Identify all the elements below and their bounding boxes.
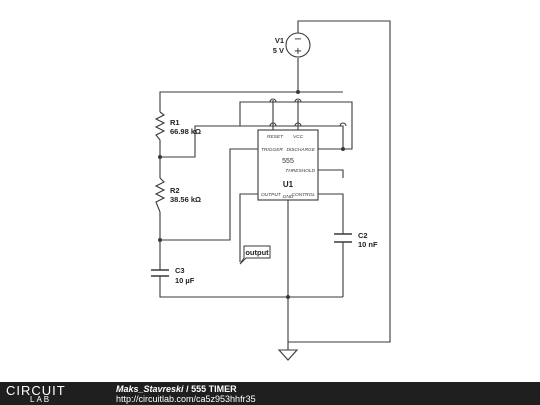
junction-dot xyxy=(158,238,162,242)
pin-threshold: THRESHOLD xyxy=(285,168,315,174)
wire-output xyxy=(239,193,258,262)
circuitlab-logo: CIRCUIT xyxy=(6,383,66,398)
c2-value: 10 nF xyxy=(358,240,378,249)
jumper-5 xyxy=(339,122,347,127)
footer-bar: CIRCUIT LAB Maks_Stavreski / 555 TIMER h… xyxy=(0,382,540,405)
wire-control xyxy=(318,193,344,234)
ic-name: U1 xyxy=(283,180,294,189)
jumper-1 xyxy=(269,98,277,103)
circuit-title: 555 TIMER xyxy=(191,384,237,394)
jumper-3 xyxy=(269,122,277,127)
wire-discharge xyxy=(160,125,344,158)
circuit-url[interactable]: http://circuitlab.com/ca5z953hhfr35 xyxy=(116,394,256,404)
junctions xyxy=(158,90,345,299)
wire-threshold xyxy=(318,169,344,178)
circuitlab-logo-sub: LAB xyxy=(30,395,52,404)
pin-trigger: TRIGGER xyxy=(261,147,283,153)
wire-trigger xyxy=(160,148,258,241)
junction-dot xyxy=(286,295,290,299)
junction-dot xyxy=(158,155,162,159)
resistor-r1[interactable]: R1 66.98 kΩ xyxy=(154,111,201,141)
wire-gnd-bus xyxy=(159,276,343,298)
wire-top-bus xyxy=(159,91,298,112)
pin-output: OUTPUT xyxy=(261,192,282,198)
resistor-zigzag xyxy=(154,111,166,141)
capacitor-c3[interactable]: C3 10 µF xyxy=(151,266,195,285)
pin-gnd: GND xyxy=(283,194,294,200)
jumper-4 xyxy=(294,122,302,127)
wire-upper-loop xyxy=(239,101,353,150)
voltage-source-v1[interactable]: − + V1 5 V xyxy=(273,32,311,58)
wire-supply-return xyxy=(288,20,391,343)
plus-sign-icon: + xyxy=(294,46,302,57)
footer-title-line: Maks_Stavreski / 555 TIMER xyxy=(116,384,237,394)
wires xyxy=(159,20,391,350)
resistor-zigzag xyxy=(154,177,166,213)
ground-symbol[interactable] xyxy=(277,349,299,361)
r1-name: R1 xyxy=(170,118,180,127)
output-net-label[interactable]: output xyxy=(239,245,271,265)
junction-dot xyxy=(296,90,300,94)
v1-value: 5 V xyxy=(273,46,284,55)
minus-sign-icon: − xyxy=(294,34,302,45)
junction-dot xyxy=(341,147,345,151)
pin-discharge: DISCHARGE xyxy=(286,147,315,153)
title-separator: / xyxy=(183,384,192,394)
output-label-text: output xyxy=(245,248,269,257)
author-name[interactable]: Maks_Stavreski xyxy=(116,384,184,394)
v1-name: V1 xyxy=(275,36,284,45)
c2-name: C2 xyxy=(358,231,368,240)
source-circle xyxy=(285,32,311,58)
capacitor-c2[interactable]: C2 10 nF xyxy=(334,231,378,249)
ic-body xyxy=(257,129,319,201)
net-label-flag xyxy=(239,245,271,265)
resistor-r2[interactable]: R2 38.56 kΩ xyxy=(154,177,201,213)
r1-value: 66.98 kΩ xyxy=(170,127,201,136)
pin-control: CONTROL xyxy=(292,192,316,198)
c3-name: C3 xyxy=(175,266,185,275)
ic-part-number: 555 xyxy=(282,158,294,165)
r2-name: R2 xyxy=(170,186,180,195)
pin-vcc: VCC xyxy=(293,134,304,140)
r2-value: 38.56 kΩ xyxy=(170,195,201,204)
ground-icon xyxy=(277,349,299,361)
c3-value: 10 µF xyxy=(175,276,195,285)
timer-ic-u1[interactable]: RESET VCC TRIGGER DISCHARGE 555 THRESHOL… xyxy=(257,129,319,201)
schematic-canvas: − + V1 5 V R1 66.98 kΩ R2 38.56 kΩ C3 10… xyxy=(151,20,391,361)
pin-reset: RESET xyxy=(267,134,284,140)
jumper-2 xyxy=(294,98,302,103)
